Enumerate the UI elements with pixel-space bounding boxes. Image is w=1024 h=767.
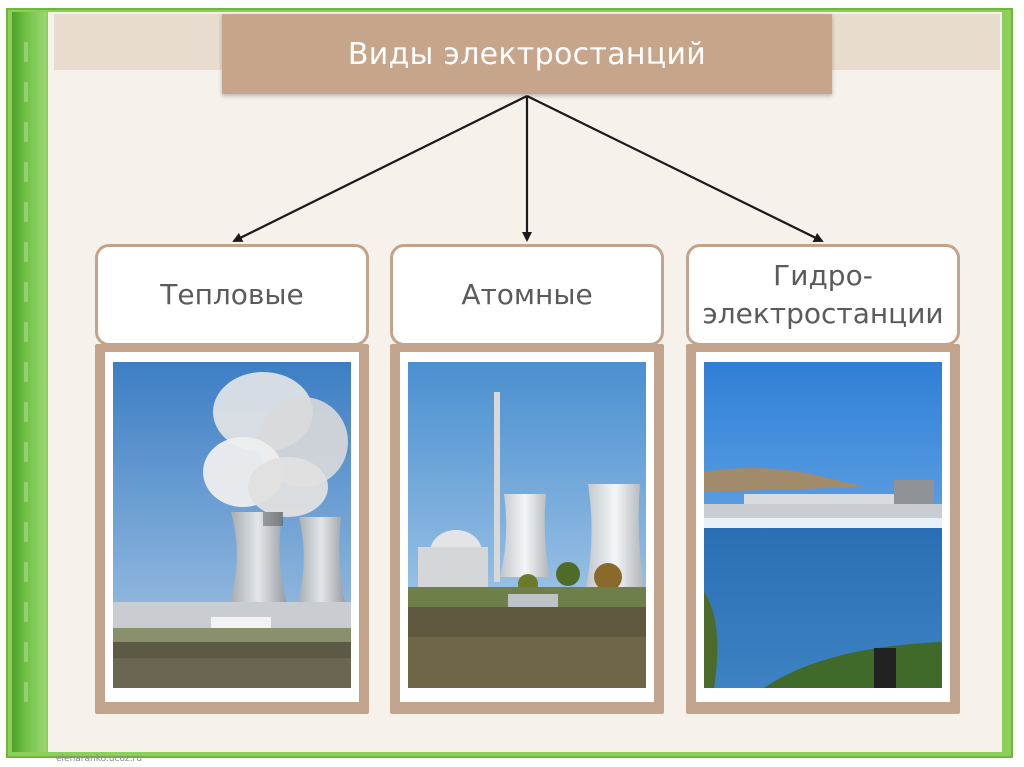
decorative-green-strip <box>12 12 46 752</box>
label-nuclear: Атомные <box>461 278 593 311</box>
arrow-to-hydro <box>526 95 824 242</box>
label-box-nuclear: Атомные <box>390 244 664 346</box>
label-thermal: Тепловые <box>160 278 304 311</box>
thermal-plant-image <box>113 362 351 688</box>
hydro-plant-image <box>704 362 942 688</box>
label-box-thermal: Тепловые <box>95 244 369 346</box>
photo-frame <box>105 352 359 702</box>
label-box-hydro: Гидро- электростанции <box>686 244 960 346</box>
column-hydro: Гидро- электростанции <box>686 244 960 714</box>
arrow-to-thermal <box>232 95 528 242</box>
column-nuclear: Атомные <box>390 244 664 714</box>
diagram-title: Виды электростанций <box>347 36 707 72</box>
nuclear-plant-image <box>408 362 646 688</box>
title-box: Виды электростанций <box>222 14 832 94</box>
photo-frame <box>400 352 654 702</box>
label-hydro: Гидро- электростанции <box>702 259 944 330</box>
watermark: elenaranko.ucoz.ru <box>56 754 142 764</box>
photo-frame <box>696 352 950 702</box>
column-thermal: Тепловые <box>95 244 369 714</box>
